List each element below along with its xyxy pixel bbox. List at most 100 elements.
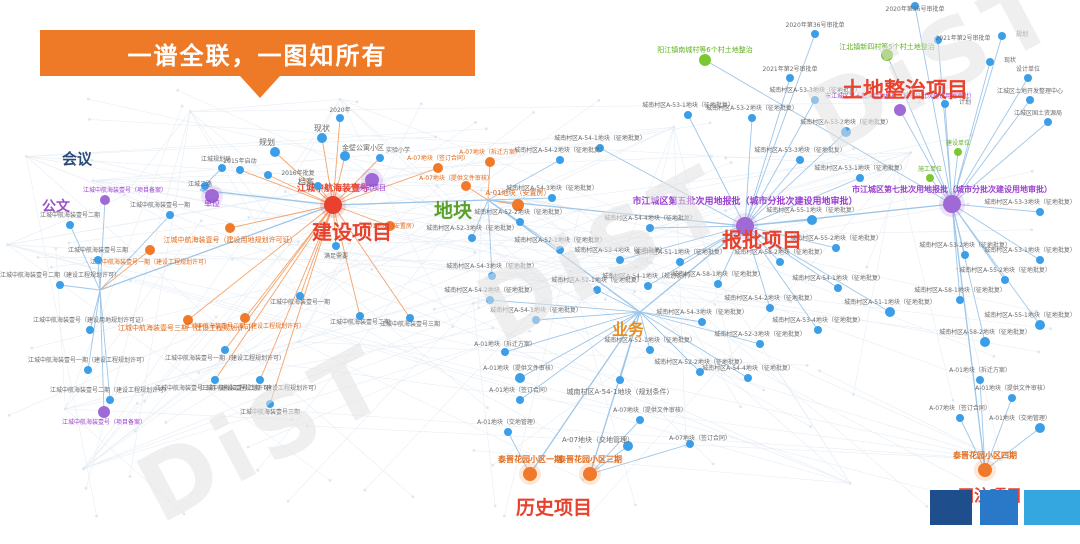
graph-node[interactable]: 建设单位: [946, 139, 970, 156]
graph-node[interactable]: 江城中航海装壹号三期: [380, 314, 440, 328]
graph-node[interactable]: A-07地块（签订合同）: [407, 154, 469, 173]
graph-node[interactable]: 市江城区第十批次用地报批（城市分批次建设用地审批）: [825, 92, 975, 116]
graph-node[interactable]: A-07地块（提供文件审核）: [419, 174, 493, 191]
graph-node[interactable]: 城南村区A-54-3地块（征地批复）: [446, 262, 538, 280]
graph-node[interactable]: A-01地块（安置房）: [485, 188, 551, 211]
graph-node[interactable]: 城南村区A-53-4地块（征地批复）: [772, 316, 864, 334]
graph-node[interactable]: 江城中航海装壹号三期: [68, 246, 128, 264]
graph-node[interactable]: 城南村区A-54-2地块（征地批复）: [514, 146, 606, 164]
graph-node[interactable]: A-07地块（拆迁方案）: [459, 148, 521, 167]
graph-node[interactable]: 江城区国土资源局: [1014, 109, 1062, 126]
graph-node[interactable]: 泰晋花园小区四期: [952, 450, 1017, 481]
graph-node[interactable]: A-01地块（拆迁方案）: [949, 366, 1011, 384]
graph-node[interactable]: 城南村区A-52-3地块（征地批复）: [426, 224, 518, 242]
graph-node[interactable]: 满足需要: [324, 242, 348, 260]
graph-node[interactable]: 城南村区A-53-3地块（征地批复）: [754, 146, 846, 164]
graph-node[interactable]: 城南村区A-55-1地块（征地批复）: [984, 311, 1076, 330]
graph-node[interactable]: 2015年启动: [223, 157, 257, 174]
graph-node[interactable]: 江城中航海装壹号一期（建设工程规划许可）: [28, 356, 148, 374]
graph-node[interactable]: 阳江镇南城村等6个村土地整治: [657, 45, 753, 66]
graph-node[interactable]: 城南村区A-53-2地块（征地批复）: [800, 118, 892, 137]
graph-node[interactable]: 施工单位: [918, 165, 942, 182]
graph-node[interactable]: 2020年: [329, 106, 351, 122]
graph-node[interactable]: A-01地块（提供文件审核）: [975, 384, 1049, 402]
graph-node[interactable]: 2020年第36号审批单: [886, 2, 945, 13]
graph-node[interactable]: 设计单位: [1016, 65, 1040, 82]
graph-node[interactable]: 档案: [298, 176, 322, 190]
graph-node[interactable]: A-07地块（签订合同）: [929, 404, 991, 422]
graph-node[interactable]: 江城中航海装壹号三期: [240, 400, 300, 416]
graph-node[interactable]: 2021年第2号审批单: [934, 34, 991, 44]
graph-node[interactable]: 城南村区A-53-1地块（征地批复）: [814, 164, 906, 182]
graph-node[interactable]: 城南村区A-52-1地块（征地批复）: [514, 236, 606, 254]
graph-node[interactable]: 城南村区A-51-1地块（征地批复）: [844, 298, 936, 317]
graph-node[interactable]: 城南村区A-53-1地块（征地批复）: [984, 246, 1076, 264]
graph-node[interactable]: 江城中航海装壹号二期: [330, 312, 390, 326]
graph-node[interactable]: 江城中航海装壹号（项目备案）: [62, 406, 146, 426]
graph-node[interactable]: 城南村区A-54-2地块（征地批复）: [724, 294, 816, 312]
graph-node[interactable]: 江城中航海装壹号二期（建设工程规划许可）: [0, 271, 120, 289]
graph-node[interactable]: 江城中航海装壹号二期（建设工程规划许可）: [185, 313, 305, 330]
graph-node[interactable]: 江城中航海装壹号一期: [130, 201, 190, 219]
graph-node[interactable]: 城南村区A-54-1地块（征地批复）: [792, 274, 884, 292]
graph-node[interactable]: 江城中航海装壹号（项目备案）: [83, 186, 167, 205]
graph-node[interactable]: 城南村区A-58-1地块（征地批复）: [672, 270, 764, 288]
graph-node[interactable]: 江城中航海装壹号二期（建设工程规划许可）: [200, 376, 320, 392]
graph-node[interactable]: 计划: [941, 98, 971, 108]
graph-node[interactable]: 城南村区A-54-1地块（征地批复）: [490, 306, 582, 324]
graph-node[interactable]: 金壁公寓小区: [340, 143, 384, 161]
graph-node[interactable]: A-01地块（交地管理）: [989, 414, 1051, 433]
graph-node[interactable]: 2016年批复: [264, 169, 315, 179]
graph-node[interactable]: 城南村区A-52-2地块（征地批复）: [474, 208, 566, 226]
graph-node[interactable]: 城南村区A-54-3地块（征地批复）: [656, 308, 748, 326]
graph-node[interactable]: 城南村区A-53-3地块（征地批复）: [769, 86, 861, 104]
graph-node[interactable]: 城南村区A-53-4地块（征地批复）: [574, 246, 666, 264]
graph-node[interactable]: 城南村区A-52-1地块（征地批复）: [551, 276, 643, 294]
graph-node[interactable]: 城南村区A-54-1地块（征地批复）: [554, 134, 646, 152]
graph-node[interactable]: 城南村区A-53-3地块（征地批复）: [984, 198, 1076, 216]
graph-node[interactable]: 测试项目: [358, 169, 386, 192]
graph-node[interactable]: 城南村区A-54-1地块（规划条件）: [566, 376, 674, 396]
graph-node[interactable]: 江城中航海装壹号一期（建设工程规划许可）: [165, 346, 285, 362]
graph-node[interactable]: 江北镇新四村等5个村土地整治: [839, 42, 935, 61]
graph-node[interactable]: 江城区土地开发整理中心: [997, 87, 1063, 104]
graph-node[interactable]: 城南村区A-54-2地块（征地批复）: [444, 286, 536, 304]
graph-node[interactable]: 城南村区A-55-2地块（征地批复）: [959, 266, 1051, 284]
graph-node[interactable]: 泰晋花园小区一期: [497, 454, 562, 485]
graph-node[interactable]: 城南村区A-58-2地块（征地批复）: [734, 248, 826, 266]
graph-node[interactable]: 城南村区A-51-1地块（征地批复）: [634, 248, 726, 266]
graph-node[interactable]: 城南村区A-53-1地块（征地批复）: [642, 101, 734, 119]
graph-node[interactable]: 现状: [986, 56, 1016, 66]
graph-node[interactable]: 城南村区A-58-2地块（征地批复）: [939, 328, 1031, 347]
graph-node[interactable]: 城南村区A-53-2地块（征地批复）: [706, 104, 798, 122]
graph-node[interactable]: A-07地块（交地管理）: [562, 435, 634, 451]
graph-node[interactable]: A-01地块（签订合同）: [489, 386, 551, 404]
graph-node[interactable]: 城南村区A-54-4地块（征地批复）: [604, 214, 696, 232]
graph-node[interactable]: 城南村区A-52-2地块（征地批复）: [654, 358, 746, 376]
graph-node[interactable]: 江城中航海装壹号二期（建设工程规划许可）: [50, 386, 170, 404]
graph-node[interactable]: 城南村区A-53-2地块（征地批复）: [919, 241, 1011, 259]
graph-node[interactable]: A-01地块（交地管理）: [477, 418, 539, 436]
graph-node[interactable]: A-01地块（安置房）: [362, 221, 418, 231]
graph-node[interactable]: 江城中航海装壹号三期（建设工程规划许可）: [155, 376, 275, 392]
graph-node[interactable]: 2020年第36号审批单: [786, 21, 845, 38]
graph-node[interactable]: 城南村区A-55-1地块（征地批复）: [766, 206, 858, 225]
graph-node[interactable]: 江城中航海装壹号一期: [270, 292, 330, 306]
graph-node[interactable]: 城南村区A-52-3地块（征地批复）: [714, 330, 806, 348]
graph-node[interactable]: 市江城区第七批次用地报批（城市分批次建设用地审批）: [852, 184, 1052, 217]
graph-node[interactable]: 规划: [259, 137, 280, 157]
graph-node[interactable]: A-01地块（提供文件审核）: [483, 364, 557, 383]
graph-node[interactable]: A-07地块（提供文件审核）: [613, 406, 687, 424]
graph-node[interactable]: 单位: [201, 185, 223, 208]
graph-node[interactable]: 城南村区A-54-4地块（征地批复）: [702, 364, 794, 382]
graph-node[interactable]: 江城二路: [188, 180, 212, 190]
graph-node[interactable]: 城南村区A-54-1地块（规划条件）: [602, 272, 694, 290]
graph-node[interactable]: 江城中航海装壹号一期（建设工程规划许可）: [90, 245, 210, 266]
graph-node[interactable]: 江城规划局: [201, 155, 231, 172]
graph-node[interactable]: 2021年第2号审批单: [762, 65, 818, 82]
graph-node[interactable]: A-07地块（签订合同）: [669, 434, 731, 448]
graph-node[interactable]: 江城中航海装壹号（建设用地规划许可证）: [164, 223, 297, 244]
graph-node[interactable]: 城南村区A-52-1地块（征地批复）: [604, 336, 696, 354]
graph-node[interactable]: 城南村区A-58-1地块（征地批复）: [914, 286, 1006, 304]
graph-node[interactable]: 江城中航海装壹号（建设用地规划许可证）: [33, 316, 147, 334]
